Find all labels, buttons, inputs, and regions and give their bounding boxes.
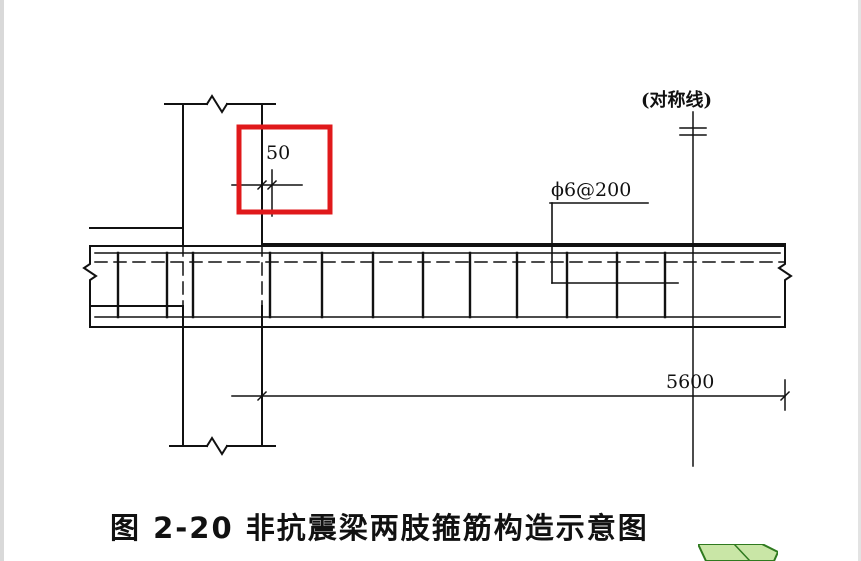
span-dim-label: 5600 (666, 371, 714, 393)
figure-caption: 图 2-20 非抗震梁两肢箍筋构造示意图 (110, 511, 649, 545)
slab-outline (89, 227, 786, 307)
cover-dimension (231, 169, 303, 217)
symmetry-label: (对称线) (641, 89, 712, 111)
beam-outline (82, 245, 793, 328)
highlight-box (236, 124, 333, 215)
stirrups (116, 251, 667, 319)
next-slide-arrow-icon[interactable] (698, 544, 778, 561)
span-dimension (231, 379, 791, 411)
stirrup-spec-label: ϕ6@200 (551, 179, 631, 201)
symmetry-line (679, 111, 707, 467)
stirrup-leader (549, 202, 679, 284)
cover-dim-label: 50 (266, 142, 290, 164)
slide-right-edge (858, 0, 861, 561)
slide-left-edge (0, 0, 4, 561)
column-dashed-lines (94, 243, 786, 307)
